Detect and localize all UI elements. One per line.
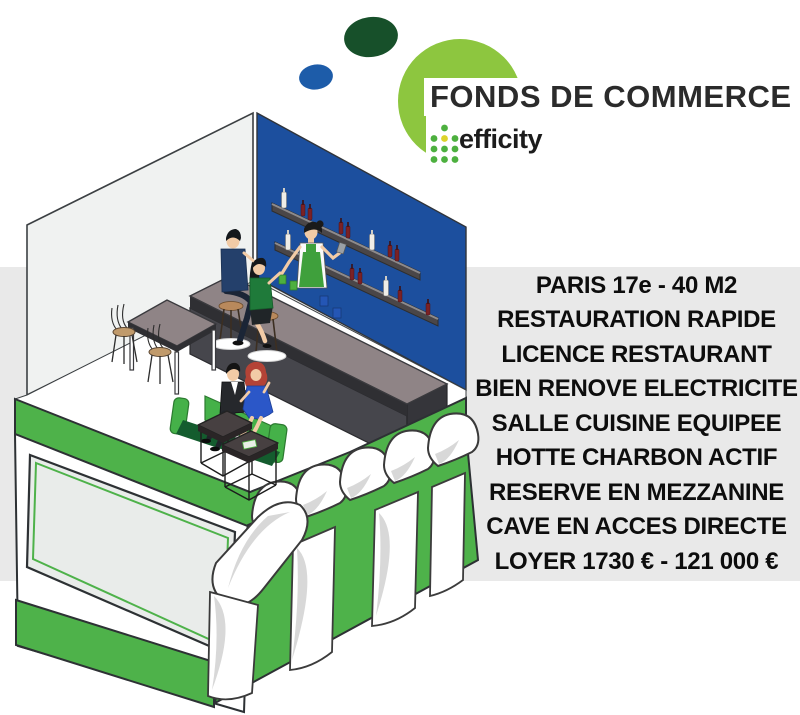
bar-customer-woman <box>247 257 287 362</box>
efficity-dots-icon <box>430 124 459 163</box>
listing-line: BIEN RENOVE ELECTRICITE <box>475 375 798 403</box>
cafe-chairs <box>111 303 174 384</box>
listing-line: HOTTE CHARBON ACTIF <box>495 444 778 472</box>
dark-green-dot <box>344 16 398 58</box>
listing-line: LOYER 1730 € - 121 000 € <box>494 547 779 575</box>
listing-line: LICENCE RESTAURANT <box>501 340 772 368</box>
storefront-window-face <box>13 432 252 714</box>
listing-line: PARIS 17e - 40 M2 <box>535 271 738 299</box>
bartender <box>279 220 347 289</box>
brand-wordmark: efficity <box>459 124 543 154</box>
headline-band: FONDS DE COMMERCE <box>424 78 800 116</box>
listing-line: RESTAURATION RAPIDE <box>497 306 776 334</box>
listing-panel: PARIS 17e - 40 M2 RESTAURATION RAPIDE LI… <box>473 267 800 581</box>
listing-line: RESERVE EN MEZZANINE <box>489 478 784 506</box>
blue-dot <box>299 64 333 90</box>
booth-tables <box>197 410 279 501</box>
listing-line: CAVE EN ACCES DIRECTE <box>486 513 787 541</box>
listing-line: SALLE CUISINE EQUIPEE <box>491 409 782 437</box>
dining-table <box>126 299 218 395</box>
headline: FONDS DE COMMERCE <box>430 79 792 114</box>
storefront-awning-face <box>207 412 480 705</box>
